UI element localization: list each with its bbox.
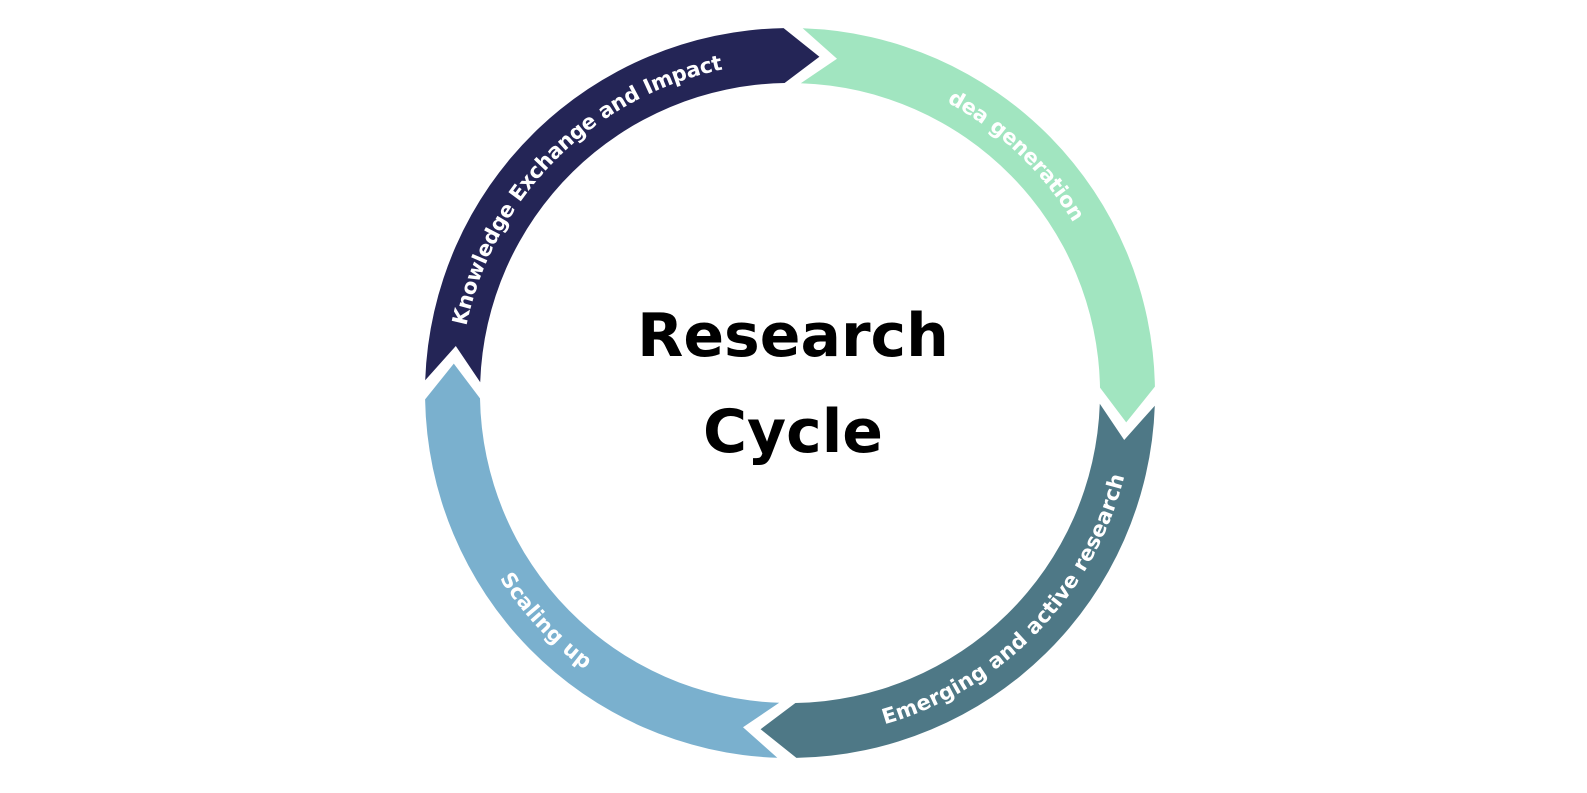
- diagram-title-line-1: Research: [637, 301, 949, 371]
- idea-generation-arrow: [800, 28, 1155, 423]
- diagram-title-line-2: Cycle: [703, 397, 883, 467]
- knowledge-exchange-and-impact-arrow: [425, 28, 820, 383]
- diagram-title: Research Cycle: [593, 288, 993, 480]
- cycle-segment-scaling-up: Scaling up: [425, 363, 780, 758]
- emerging-and-active-research-arrow: [760, 403, 1155, 758]
- scaling-up-arrow: [425, 363, 780, 758]
